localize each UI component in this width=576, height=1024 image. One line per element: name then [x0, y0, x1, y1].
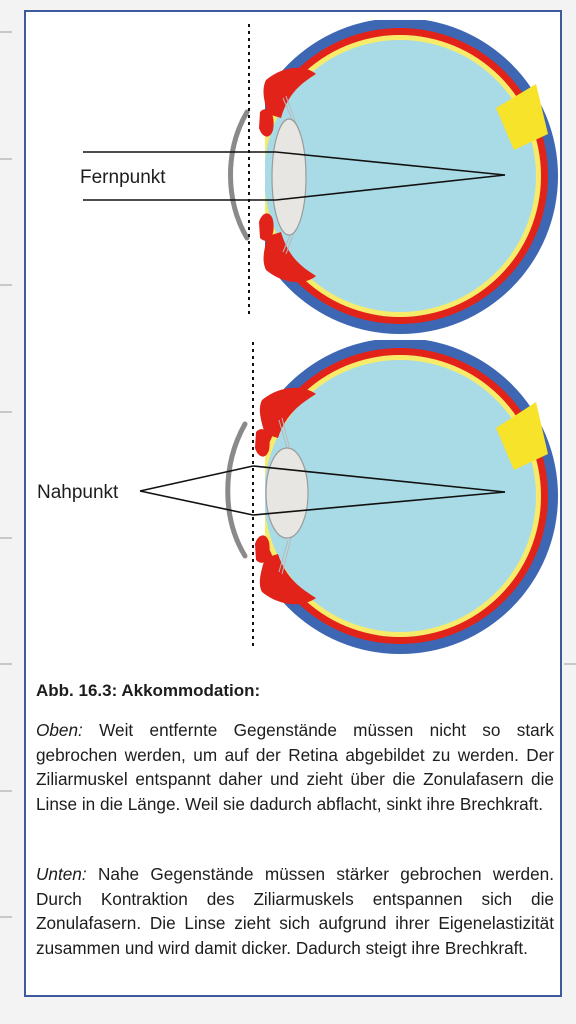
light-rays: [83, 151, 506, 201]
page-edge-mark: [0, 790, 12, 792]
caption-lead-bottom: Unten:: [36, 864, 87, 884]
caption-paragraph-bottom: Unten: Nahe Gegenstände müssen stärker g…: [36, 862, 554, 960]
page-edge-mark: [564, 663, 576, 665]
iris: [259, 109, 274, 137]
caption-text-bottom: Nahe Gegenstände müssen stärker gebroche…: [36, 864, 554, 958]
page-edge-mark: [0, 31, 12, 33]
ciliary-muscle: [263, 232, 316, 283]
caption-paragraph-top: Oben: Weit entfernte Gegenstände müssen …: [36, 718, 554, 816]
lens: [271, 118, 307, 236]
eye-bottom: Nahpunkt: [37, 340, 558, 654]
ciliary-muscle: [259, 554, 316, 605]
iris: [255, 535, 270, 563]
iris: [259, 213, 274, 241]
page-edge-mark: [0, 158, 12, 160]
optic-nerve: [496, 402, 548, 470]
vitreous-body: [265, 40, 536, 312]
cornea: [228, 109, 250, 241]
optic-nerve: [496, 84, 548, 150]
caption-lead-top: Oben:: [36, 720, 83, 740]
eye-top: Fernpunkt: [80, 20, 558, 334]
vitreous-body: [265, 360, 536, 632]
near-point-label: Nahpunkt: [37, 482, 119, 503]
cornea: [225, 421, 248, 559]
far-point-label: Fernpunkt: [80, 167, 166, 188]
page-edge-mark: [0, 411, 12, 413]
ciliary-muscle: [263, 67, 316, 118]
figure-caption-title: Abb. 16.3: Akkommodation:: [36, 681, 261, 700]
accommodation-diagram: Fernpunkt Nahpunkt: [37, 20, 558, 654]
iris: [255, 429, 270, 457]
page-edge-mark: [0, 916, 12, 918]
page-edge-mark: [0, 537, 12, 539]
page-edge-mark: [0, 284, 12, 286]
caption-text-top: Weit entfernte Gegenstände müssen nicht …: [36, 720, 554, 814]
ciliary-muscle: [259, 387, 316, 438]
lens: [265, 447, 309, 539]
light-rays: [139, 465, 506, 516]
page-edge-mark: [0, 663, 12, 665]
